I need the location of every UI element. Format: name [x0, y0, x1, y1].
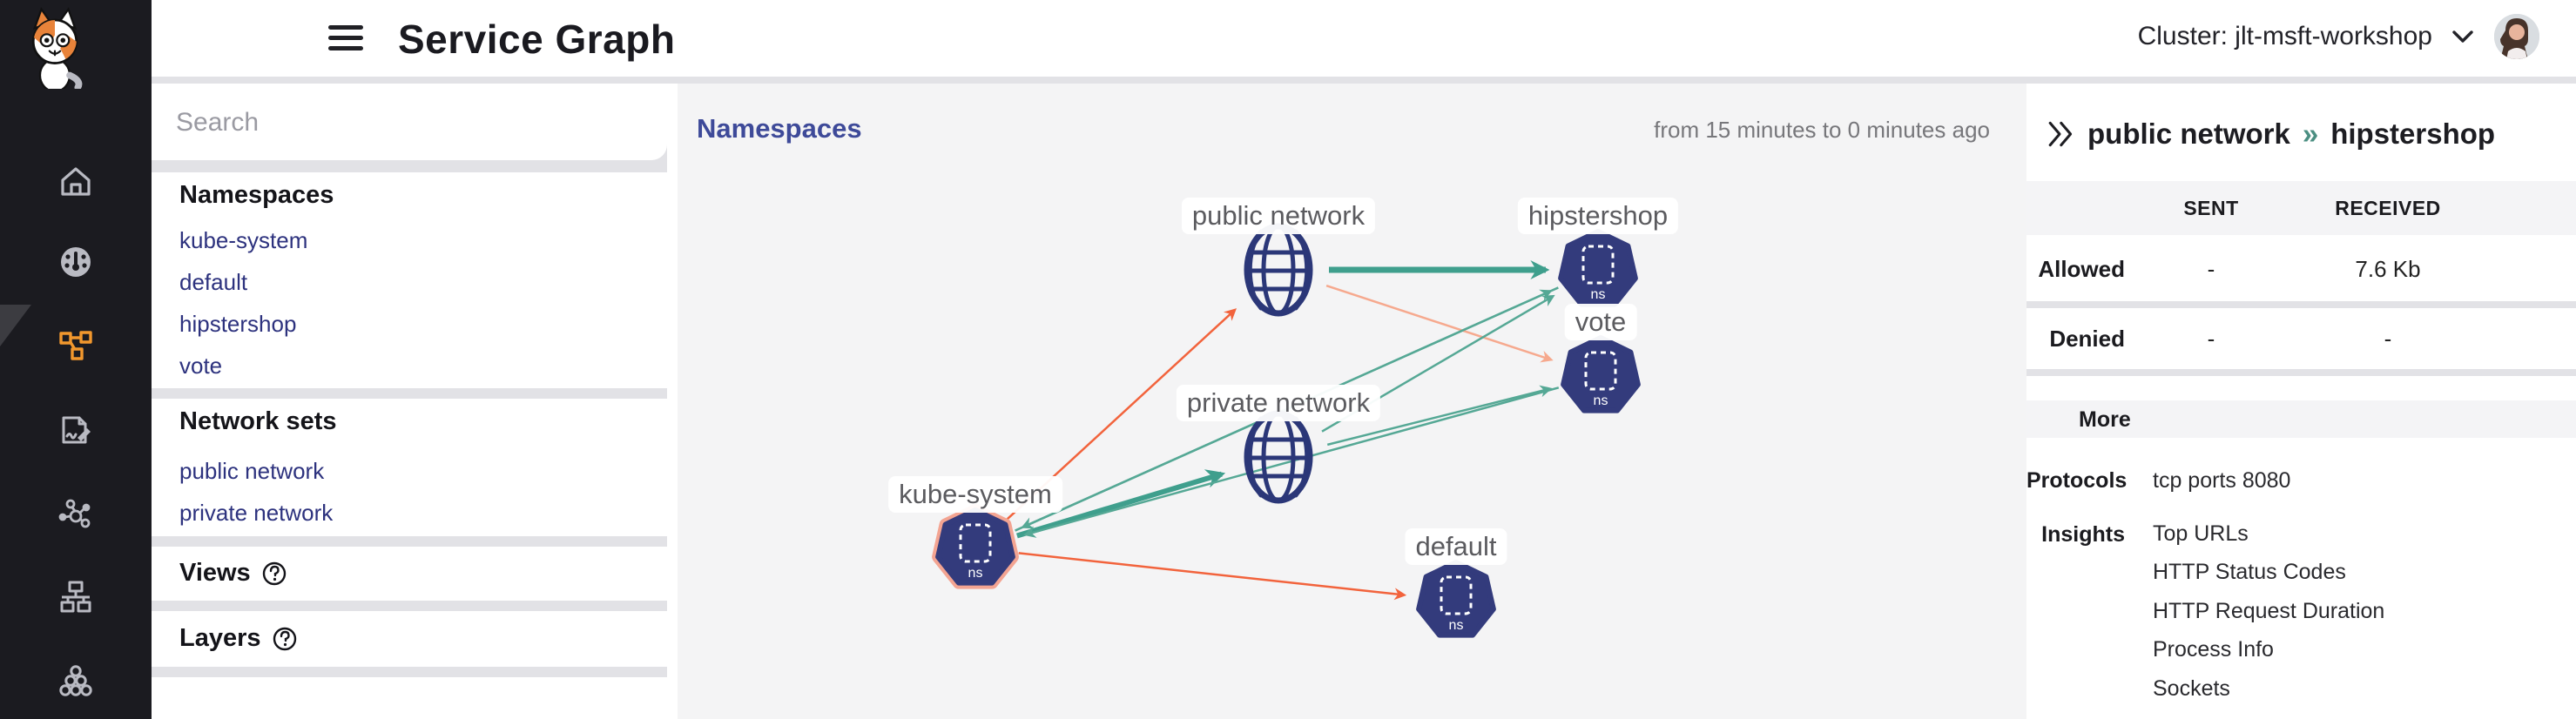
- namespace-item[interactable]: hipstershop: [179, 311, 297, 337]
- section-label: Network sets: [179, 407, 337, 435]
- namespaces-section-header[interactable]: Namespaces: [179, 181, 334, 210]
- namespace-badge: ns: [1591, 287, 1606, 302]
- policies-icon[interactable]: [57, 411, 95, 449]
- allowed-sent-value: -: [2207, 256, 2215, 282]
- cluster-label: Cluster: jlt-msft-workshop: [2137, 22, 2432, 50]
- namespace-item[interactable]: default: [179, 269, 248, 295]
- row-label: Allowed: [2038, 256, 2125, 282]
- node-hipstershop[interactable]: ns: [1558, 229, 1638, 307]
- network-sets-section-header[interactable]: Network sets: [179, 407, 337, 436]
- traffic-table-header: SENT RECEIVED: [2026, 181, 2576, 235]
- namespace-item[interactable]: kube-system: [179, 227, 308, 253]
- layers-section: Layers: [152, 611, 772, 667]
- node-label-hipstershop[interactable]: hipstershop: [1517, 198, 1679, 234]
- edge-kube-system-to-private network[interactable]: [1016, 469, 1226, 539]
- node-label-vote[interactable]: vote: [1564, 304, 1637, 340]
- column-header-received: RECEIVED: [2335, 197, 2441, 219]
- insights-label: Insights: [2041, 522, 2125, 547]
- denied-received-value: -: [2384, 326, 2392, 352]
- topbar-divider: [152, 77, 2576, 84]
- more-section-bar[interactable]: More: [2026, 400, 2576, 438]
- service-graph-svg: ns ns ns ns: [932, 223, 1641, 638]
- service-graph-icon[interactable]: [57, 326, 95, 365]
- insight-item[interactable]: HTTP Request Duration: [2153, 598, 2385, 623]
- namespace-badge: ns: [968, 566, 983, 581]
- more-label: More: [2079, 407, 2131, 432]
- search-input[interactable]: [174, 99, 552, 146]
- node-label-public network[interactable]: public network: [1181, 198, 1376, 234]
- breadcrumb: public network » hipstershop: [2044, 110, 2495, 158]
- protocols-label: Protocols: [2026, 468, 2128, 493]
- node-vote[interactable]: ns: [1561, 335, 1641, 413]
- dashboard-icon[interactable]: [57, 243, 95, 281]
- clusters-icon[interactable]: [57, 662, 95, 701]
- node-label-private network[interactable]: private network: [1176, 385, 1381, 421]
- home-icon[interactable]: [57, 162, 95, 200]
- sidebar: [0, 0, 152, 719]
- help-icon[interactable]: [272, 626, 298, 652]
- namespace-badge: ns: [1594, 393, 1608, 408]
- insight-item[interactable]: Sockets: [2153, 675, 2230, 701]
- chevron-down-icon: [2450, 28, 2476, 45]
- insight-item[interactable]: Process Info: [2153, 637, 2274, 662]
- breadcrumb-target[interactable]: hipstershop: [2330, 118, 2496, 150]
- user-avatar[interactable]: [2493, 13, 2540, 60]
- globe-node-public network[interactable]: [1244, 223, 1313, 317]
- section-label: Views: [179, 559, 251, 587]
- namespace-item[interactable]: vote: [179, 353, 223, 379]
- views-section: Views: [152, 547, 772, 601]
- insight-item[interactable]: HTTP Status Codes: [2153, 560, 2346, 585]
- node-label-kube-system[interactable]: kube-system: [888, 476, 1062, 513]
- denied-sent-value: -: [2207, 326, 2215, 352]
- cluster-switcher[interactable]: Cluster: jlt-msft-workshop: [2138, 10, 2540, 63]
- network-set-item[interactable]: public network: [179, 458, 325, 484]
- network-topology-icon[interactable]: [57, 578, 95, 616]
- node-default[interactable]: ns: [1416, 560, 1496, 638]
- layers-section-header[interactable]: Layers: [179, 624, 298, 653]
- network-set-item[interactable]: private network: [179, 500, 334, 526]
- edge-private network-to-vote[interactable]: [1326, 385, 1553, 447]
- section-label: Namespaces: [179, 181, 334, 209]
- network-sets-section: Network sets public network private netwo…: [152, 399, 772, 536]
- hamburger-menu-icon[interactable]: [328, 25, 363, 51]
- views-section-header[interactable]: Views: [179, 559, 287, 588]
- left-panel-footer-card: [152, 677, 667, 719]
- insight-item[interactable]: Top URLs: [2153, 521, 2249, 546]
- active-nav-notch: [0, 305, 31, 346]
- calico-cat-logo-icon: [31, 7, 83, 89]
- time-range-label: from 15 minutes to 0 minutes ago: [1654, 117, 1990, 143]
- nodes-layer: ns ns ns ns: [932, 223, 1641, 638]
- breadcrumb-separator-icon: »: [2302, 118, 2319, 150]
- flow-visualization-icon[interactable]: [57, 495, 95, 534]
- section-label: Layers: [179, 624, 261, 652]
- search-card: [152, 84, 770, 160]
- help-icon[interactable]: [261, 561, 287, 587]
- canvas-view-label: Namespaces: [697, 113, 862, 144]
- page-title: Service Graph: [398, 17, 676, 62]
- globe-node-private network[interactable]: [1244, 410, 1313, 504]
- expand-panel-icon[interactable]: [2044, 119, 2075, 149]
- edge-public network-to-vote[interactable]: [1325, 284, 1554, 363]
- namespace-badge: ns: [1449, 618, 1464, 633]
- row-divider: [2026, 301, 2576, 308]
- node-kube-system[interactable]: ns: [932, 504, 1019, 589]
- row-label: Denied: [2049, 326, 2125, 352]
- details-panel: public network » hipstershop SENT RECEIV…: [2026, 84, 2576, 719]
- node-label-default[interactable]: default: [1405, 528, 1507, 565]
- topbar: Service Graph Cluster: jlt-msft-workshop: [152, 0, 2576, 77]
- breadcrumb-source[interactable]: public network: [2087, 118, 2290, 150]
- edge-kube-system-to-default[interactable]: [1018, 552, 1407, 601]
- allowed-received-value: 7.6 Kb: [2355, 256, 2421, 282]
- protocols-value: tcp ports 8080: [2153, 468, 2291, 493]
- row-divider: [2026, 369, 2576, 376]
- namespaces-section: Namespaces kube-system default hipstershop…: [152, 172, 772, 388]
- column-header-sent: SENT: [2183, 197, 2239, 219]
